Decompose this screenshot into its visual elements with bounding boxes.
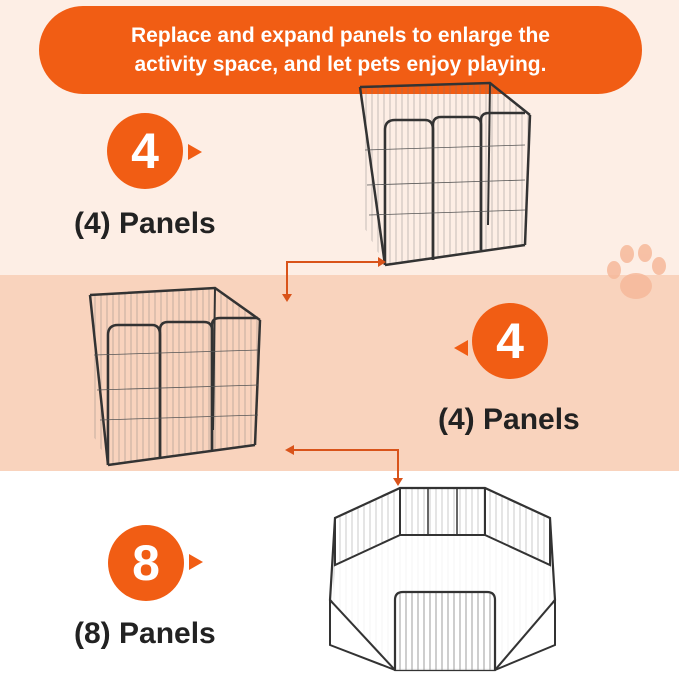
paw-print-icon	[607, 244, 666, 299]
headline-line-1: Replace and expand panels to enlarge the	[131, 24, 550, 47]
step-2-label: (4) Panels	[438, 403, 580, 436]
pen-4-panels-image	[358, 81, 532, 267]
pointer-right-icon	[189, 554, 203, 570]
headline-line-2: activity space, and let pets enjoy playi…	[134, 53, 547, 76]
pen-8-panels-image	[328, 486, 557, 672]
step-3-label: (8) Panels	[74, 617, 216, 650]
flow-arrow-icon	[282, 257, 386, 302]
step-3-count-badge: 8	[108, 525, 184, 601]
pointer-left-icon	[454, 340, 468, 356]
step-2-count-badge: 4	[472, 303, 548, 379]
step-1-label: (4) Panels	[74, 207, 216, 240]
pen-4-panels-image	[88, 286, 262, 467]
step-1-count-badge: 4	[107, 113, 183, 189]
headline-banner: Replace and expand panels to enlarge the…	[39, 6, 642, 94]
pointer-right-icon	[188, 144, 202, 160]
flow-arrow-icon	[285, 445, 403, 486]
